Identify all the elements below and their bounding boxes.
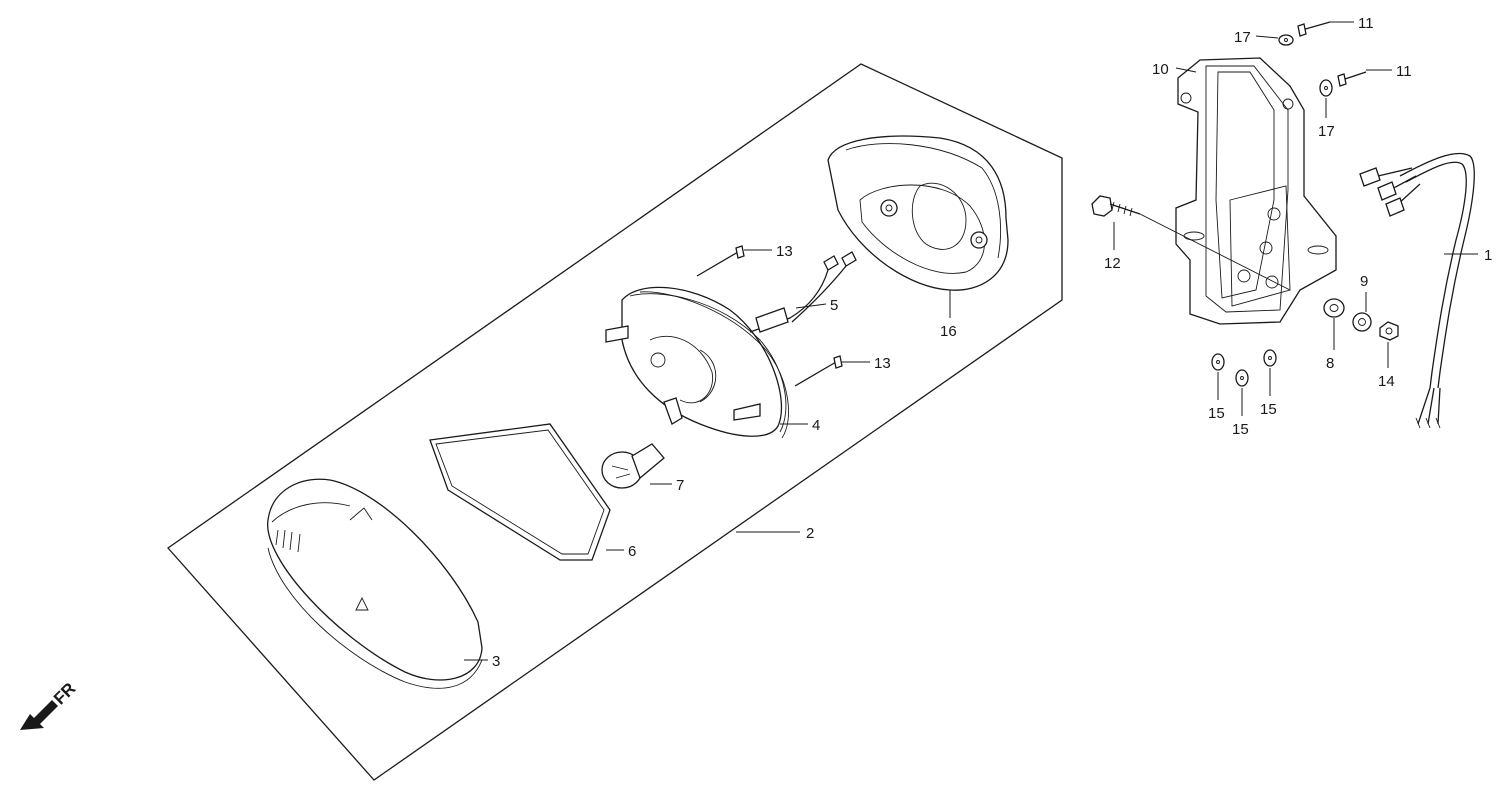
callout-5: 5 [830,297,838,314]
washer-15-parts [1211,349,1277,387]
callout-11-lower: 11 [1396,63,1412,80]
callout-16: 16 [940,323,957,340]
washer-17-parts [1278,34,1333,97]
base-part [827,135,1009,291]
harness-part [1359,152,1475,429]
callout-11-top: 11 [1358,15,1374,32]
front-direction-indicator: FR [20,679,79,730]
callout-6: 6 [628,543,636,560]
callout-8: 8 [1326,355,1334,372]
callout-15-middle: 15 [1232,421,1249,438]
callout-1: 1 [1484,247,1492,264]
callout-13-upper: 13 [776,243,793,260]
lens-part [267,478,483,689]
callout-4: 4 [812,417,820,434]
screw-11-parts [1297,21,1367,87]
gasket-part [429,423,611,561]
bulb-part [601,443,665,489]
callout-10: 10 [1152,61,1169,78]
wire-part [749,251,857,333]
bracket-part [1175,57,1337,325]
front-arrow-icon [20,700,58,730]
callout-12: 12 [1104,255,1121,272]
lamp-housing-part [605,286,790,439]
callout-7: 7 [676,477,684,494]
callout-2: 2 [806,525,814,542]
callout-15-left: 15 [1208,405,1225,422]
callout-9: 9 [1360,273,1368,290]
callout-15-right: 15 [1260,401,1277,418]
callout-3: 3 [492,653,500,670]
leader-lines [464,21,1478,661]
callout-17-lower: 17 [1318,123,1335,140]
callout-14: 14 [1378,373,1395,390]
screw-parts [696,245,843,387]
grommet-nut-parts [1323,298,1399,341]
bolt-part [1091,195,1291,291]
assembly-outline [167,63,1063,781]
callout-13-lower: 13 [874,355,891,372]
callout-17-top: 17 [1234,29,1251,46]
callout-numbers: 1 2 3 4 5 6 7 8 9 10 11 11 12 13 13 14 1… [492,15,1492,670]
